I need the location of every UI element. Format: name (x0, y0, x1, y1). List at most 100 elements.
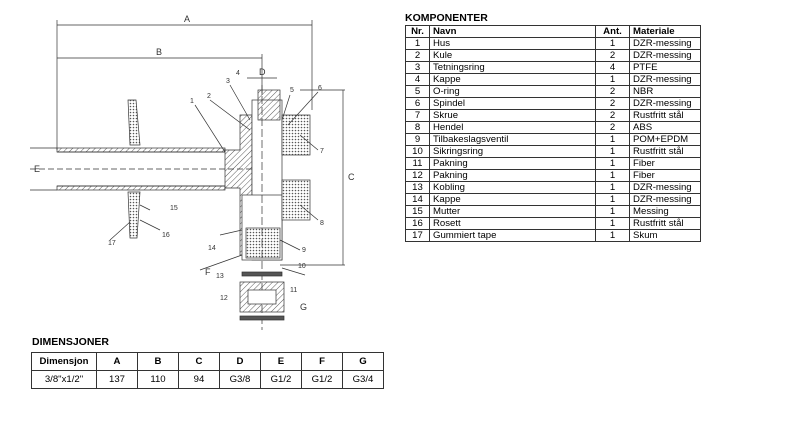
dim-header-d: D (219, 352, 261, 371)
component-name: Hus (429, 37, 596, 50)
component-material: NBR (629, 85, 701, 98)
component-nr: 12 (405, 169, 430, 182)
component-name: Pakning (429, 157, 596, 170)
component-nr: 11 (405, 157, 430, 170)
component-qty: 2 (595, 97, 630, 110)
callout-1: 1 (190, 98, 194, 105)
component-material: DZR-messing (629, 37, 701, 50)
component-qty: 1 (595, 229, 630, 242)
component-nr: 4 (405, 73, 430, 86)
component-nr: 17 (405, 229, 430, 242)
component-material: Rustfritt stål (629, 217, 701, 230)
components-header-row: Nr. Navn Ant. Materiale (405, 25, 701, 38)
component-name: Gummiert tape (429, 229, 596, 242)
dim-label-b: B (156, 47, 162, 57)
callout-3: 3 (226, 78, 230, 85)
dim-label-e: E (34, 164, 40, 174)
component-name: Spindel (429, 97, 596, 110)
component-qty: 2 (595, 121, 630, 134)
dim-header-g: G (342, 352, 384, 371)
component-name: Rosett (429, 217, 596, 230)
component-material: ABS (629, 121, 701, 134)
component-qty: 1 (595, 157, 630, 170)
dim-header-b: B (137, 352, 179, 371)
component-nr: 10 (405, 145, 430, 158)
header-name: Navn (429, 25, 596, 38)
header-material: Materiale (629, 25, 701, 38)
component-nr: 8 (405, 121, 430, 134)
callout-10: 10 (298, 263, 306, 270)
header-qty: Ant. (595, 25, 630, 38)
callout-8: 8 (320, 220, 324, 227)
component-name: O-ring (429, 85, 596, 98)
component-name: Kule (429, 49, 596, 62)
component-material: Rustfritt stål (629, 145, 701, 158)
component-name: Hendel (429, 121, 596, 134)
component-material: DZR-messing (629, 49, 701, 62)
component-nr: 2 (405, 49, 430, 62)
component-qty: 1 (595, 73, 630, 86)
component-qty: 2 (595, 85, 630, 98)
component-qty: 1 (595, 133, 630, 146)
component-material: DZR-messing (629, 97, 701, 110)
dim-label-f: F (205, 267, 211, 277)
component-name: Sikringsring (429, 145, 596, 158)
dim-value-f: G1/2 (301, 370, 343, 389)
component-nr: 14 (405, 193, 430, 206)
dim-label-g: G (300, 302, 307, 312)
header-nr: Nr. (405, 25, 430, 38)
component-qty: 1 (595, 205, 630, 218)
callout-13: 13 (216, 273, 224, 280)
dim-value-g: G3/4 (342, 370, 384, 389)
component-qty: 1 (595, 37, 630, 50)
components-title: KOMPONENTER (405, 12, 488, 24)
component-material: Skum (629, 229, 701, 242)
callout-4: 4 (236, 70, 240, 77)
component-qty: 2 (595, 109, 630, 122)
callout-12: 12 (220, 295, 228, 302)
callout-9: 9 (302, 247, 306, 254)
dim-label-c: C (348, 172, 355, 182)
component-name: Tetningsring (429, 61, 596, 74)
component-nr: 9 (405, 133, 430, 146)
component-name: Tilbakeslagsventil (429, 133, 596, 146)
component-qty: 2 (595, 49, 630, 62)
component-qty: 4 (595, 61, 630, 74)
dimensions-header-row: Dimensjon A B C D E F G (31, 352, 384, 371)
technical-drawing: A B C D E F G 1 2 3 4 5 6 7 8 9 10 11 12… (30, 14, 355, 330)
component-material: DZR-messing (629, 193, 701, 206)
dim-value-a: 137 (96, 370, 138, 389)
dim-value-dimension: 3/8"x1/2" (31, 370, 97, 389)
dim-header-f: F (301, 352, 343, 371)
component-nr: 1 (405, 37, 430, 50)
callout-15: 15 (170, 205, 178, 212)
component-nr: 5 (405, 85, 430, 98)
component-qty: 1 (595, 217, 630, 230)
dimensions-title: DIMENSJONER (32, 336, 110, 348)
dim-value-e: G1/2 (260, 370, 302, 389)
component-nr: 15 (405, 205, 430, 218)
callout-16: 16 (162, 232, 170, 239)
component-material: Messing (629, 205, 701, 218)
dim-header-dimension: Dimensjon (31, 352, 97, 371)
component-material: DZR-messing (629, 181, 701, 194)
component-name: Kappe (429, 193, 596, 206)
callout-17: 17 (108, 240, 116, 247)
component-nr: 16 (405, 217, 430, 230)
callout-14: 14 (208, 245, 216, 252)
